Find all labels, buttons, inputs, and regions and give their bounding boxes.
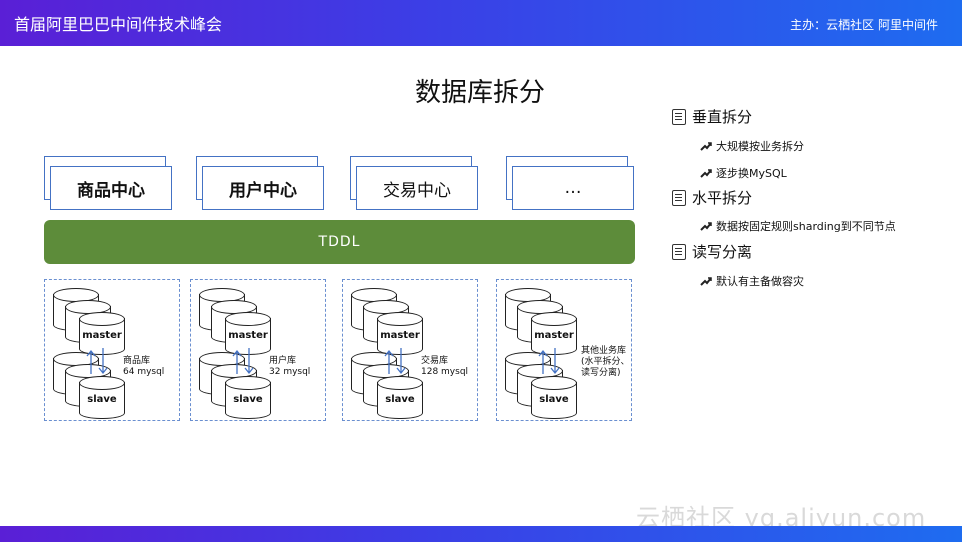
clipboard-icon <box>672 189 686 206</box>
slave-db: slave <box>377 376 423 420</box>
db-group-label-line2: 64 mysql <box>123 367 165 377</box>
db-group-1: mmmasterssslave商品库64 mysql <box>44 279 180 421</box>
item-vertical-2: 逐步换MySQL <box>700 165 787 181</box>
trend-up-icon <box>700 169 712 178</box>
clipboard-icon <box>672 243 686 260</box>
slave-db-label: slave <box>539 394 569 405</box>
replication-arrows <box>384 348 406 375</box>
module-trade-label: 交易中心 <box>356 166 478 210</box>
db-group-2: mmmasterssslave用户库32 mysql <box>190 279 326 421</box>
slave-db: slave <box>225 376 271 420</box>
footer-bar <box>0 526 962 542</box>
slide-title: 数据库拆分 <box>414 78 545 108</box>
db-group-label-line1: 商品库 <box>123 356 151 366</box>
master-db: master <box>531 312 577 356</box>
module-more: … <box>506 156 634 210</box>
trend-up-icon <box>700 222 712 231</box>
slave-db: slave <box>531 376 577 420</box>
slave-db-label: slave <box>385 394 415 405</box>
slave-db-label: slave <box>87 394 117 405</box>
module-goods-label: 商品中心 <box>50 166 172 210</box>
db-group-label-line2: (水平拆分、 <box>581 357 630 367</box>
db-group-label-line1: 其他业务库 <box>581 346 627 356</box>
db-group-3: mmmasterssslave交易库128 mysql <box>342 279 478 421</box>
replication-arrows <box>232 348 254 375</box>
master-db-label: master <box>82 330 122 341</box>
clipboard-icon <box>672 108 686 125</box>
item-vertical-1: 大规模按业务拆分 <box>700 138 804 154</box>
master-db: master <box>225 312 271 356</box>
module-trade: 交易中心 <box>350 156 478 210</box>
heading-horizontal: 水平拆分 <box>672 187 752 208</box>
heading-vertical: 垂直拆分 <box>672 106 752 127</box>
slave-db-label: slave <box>233 394 263 405</box>
heading-readwrite: 读写分离 <box>672 241 752 262</box>
slave-db: slave <box>79 376 125 420</box>
master-db-label: master <box>380 330 420 341</box>
module-user: 用户中心 <box>196 156 324 210</box>
header-bar: 首届阿里巴巴中间件技术峰会 主办：云栖社区 阿里中间件 <box>0 0 962 46</box>
master-db-label: master <box>228 330 268 341</box>
organizer-text: 主办：云栖社区 阿里中间件 <box>790 18 938 32</box>
trend-up-icon <box>700 142 712 151</box>
master-db: master <box>79 312 125 356</box>
trend-up-icon <box>700 277 712 286</box>
module-more-label: … <box>512 166 634 210</box>
tddl-layer: TDDL <box>44 220 635 264</box>
right-panel: 垂直拆分 <box>672 106 752 127</box>
replication-arrows <box>538 348 560 375</box>
replication-arrows <box>86 348 108 375</box>
module-user-label: 用户中心 <box>202 166 324 210</box>
master-db-label: master <box>534 330 574 341</box>
master-db: master <box>377 312 423 356</box>
db-group-label-line2: 128 mysql <box>421 367 469 377</box>
db-group-4: mmmasterssslave其他业务库(水平拆分、读写分离) <box>496 279 632 421</box>
db-group-label-line1: 用户库 <box>269 356 297 366</box>
db-group-label: 其他业务库(水平拆分、读写分离) <box>581 346 630 379</box>
module-goods: 商品中心 <box>44 156 172 210</box>
db-group-label-line2: 32 mysql <box>269 367 311 377</box>
item-horizontal-1: 数据按固定规则sharding到不同节点 <box>700 218 896 234</box>
db-group-label-line1: 交易库 <box>421 356 449 366</box>
conference-title: 首届阿里巴巴中间件技术峰会 <box>14 15 223 34</box>
item-readwrite-1: 默认有主备做容灾 <box>700 273 804 289</box>
db-group-label-line3: 读写分离) <box>581 368 621 378</box>
